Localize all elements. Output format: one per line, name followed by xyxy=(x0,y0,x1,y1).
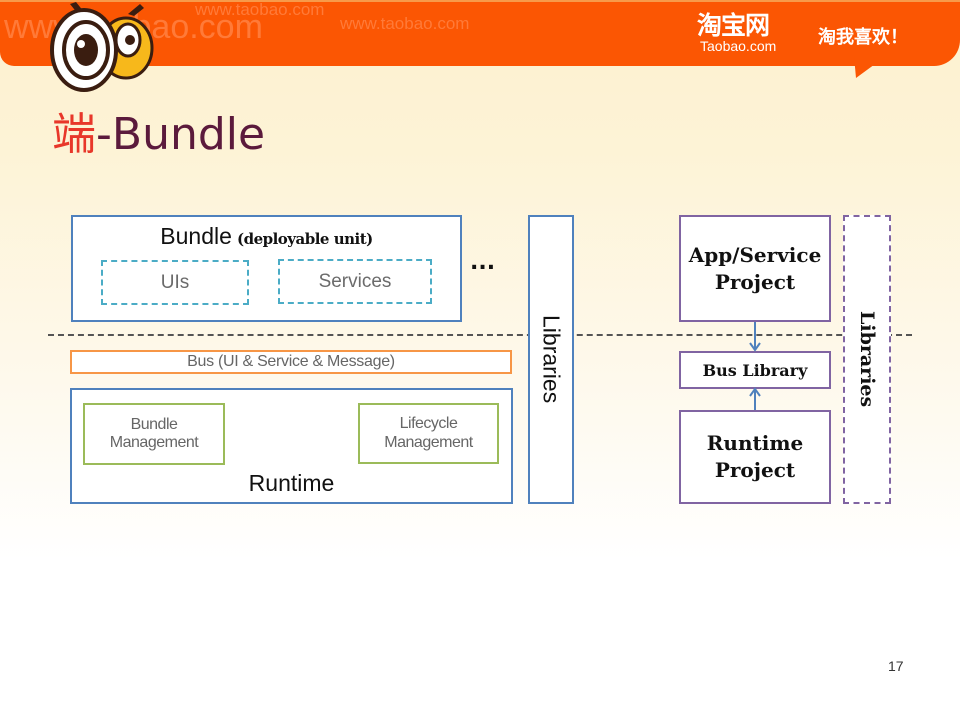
bundle-subtitle: (deployable unit) xyxy=(236,230,373,248)
lifecycle-management-box: Lifecycle Management xyxy=(358,403,499,464)
libraries-label: Libraries xyxy=(856,311,878,408)
bus-box: Bus (UI & Service & Message) xyxy=(70,350,512,374)
bundle-heading: Bundle (deployable unit) xyxy=(73,223,460,250)
libraries-label: Libraries xyxy=(538,315,565,404)
libraries-dashed-box: Libraries xyxy=(843,215,891,504)
speech-bubble-tail xyxy=(845,56,887,78)
taobao-logo: 淘宝网 xyxy=(697,11,770,40)
ellipsis: ... xyxy=(470,250,496,275)
watermark: www.taobao.com xyxy=(195,0,325,19)
dependency-arrows xyxy=(749,322,761,410)
services-box: Services xyxy=(278,259,432,304)
uis-box: UIs xyxy=(101,260,249,305)
arrow-down-icon xyxy=(749,322,761,352)
layer-divider xyxy=(48,334,912,336)
libraries-box: Libraries xyxy=(528,215,574,504)
title-main: -Bundle xyxy=(96,109,266,160)
watermark: www.taobao.com xyxy=(340,14,470,33)
app-service-project-box: App/Service Project xyxy=(679,215,831,322)
bundle-management-box: Bundle Management xyxy=(83,403,225,465)
runtime-project-box: Runtime Project xyxy=(679,410,831,504)
slogan: 淘我喜欢！ xyxy=(818,27,908,48)
arrow-up-icon xyxy=(749,387,761,410)
title-prefix: 端 xyxy=(52,109,96,160)
bee-mascot-icon xyxy=(50,2,154,92)
header-banner xyxy=(0,0,960,66)
bundle-title: Bundle xyxy=(160,223,232,249)
slide-title: 端-Bundle xyxy=(52,98,265,162)
bus-library-box: Bus Library xyxy=(679,351,831,389)
page-number: 17 xyxy=(888,658,904,674)
taobao-logo-text: Taobao.com xyxy=(700,38,777,54)
runtime-label: Runtime xyxy=(248,470,335,496)
